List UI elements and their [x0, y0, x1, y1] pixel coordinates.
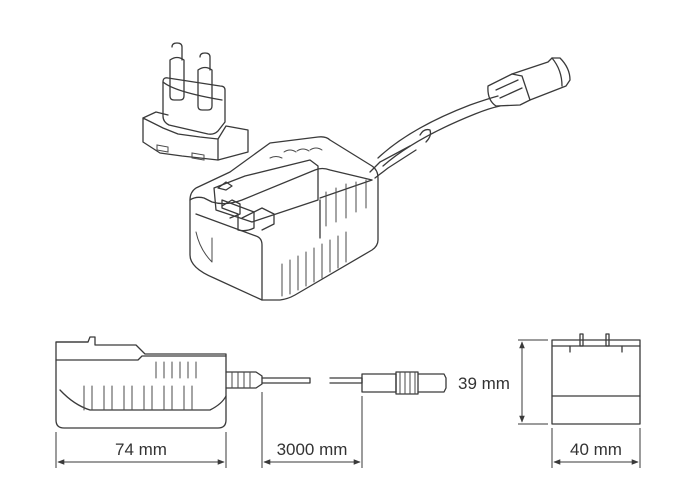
adapter-side-view	[55, 336, 447, 429]
width-label: 40 mm	[570, 440, 622, 459]
dimension-height	[518, 339, 548, 425]
dimension-length	[55, 432, 227, 468]
adapter-front-view	[551, 333, 641, 425]
cable-label: 3000 mm	[277, 440, 348, 459]
adapter-isometric-view	[142, 42, 571, 301]
dimension-width	[551, 428, 641, 468]
adapter-body	[189, 136, 379, 301]
eu-plug-attachment	[142, 42, 249, 161]
dimension-cable	[261, 392, 363, 468]
length-label: 74 mm	[115, 440, 167, 459]
cable-and-dc-connector	[369, 57, 571, 179]
height-label: 39 mm	[458, 374, 510, 393]
